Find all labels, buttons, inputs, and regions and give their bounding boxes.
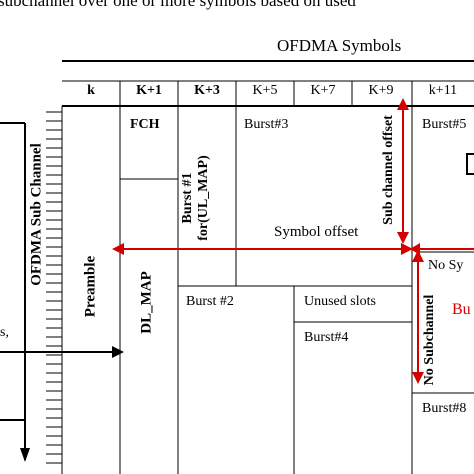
figure-caption: subchannel over one or more symbols base… [0,0,356,10]
unused-slots-label: Unused slots [304,294,376,309]
no-subchannel-label: No Subchannel [422,294,437,386]
burst1-line2: for(UL_MAP) [196,155,211,241]
column-header-k1: K+1 [136,83,162,98]
symbol-offset-label: Symbol offset [274,224,359,240]
burst8-label: Burst#8 [422,401,467,416]
column-header-k3: K+3 [194,83,220,98]
dl-map-label: DL_MAP [138,271,155,334]
column-header-k7: K+7 [310,83,336,98]
fch-label: FCH [130,117,160,132]
column-header-k5: K+5 [252,83,278,98]
preamble-label: Preamble [82,255,99,318]
burst1-line1: Burst #1 [180,172,195,224]
subchannel-offset-label: Sub channel offset [381,115,396,225]
diagram-title: OFDMA Symbols [277,36,402,55]
burst2-label: Burst #2 [186,294,234,309]
column-header-k9: K+9 [368,83,394,98]
burst3-label: Burst#3 [244,117,289,132]
burst5-label: Burst#5 [422,117,467,132]
no-symbol-label: No Sy [428,258,464,273]
column-header-k11: k+11 [428,83,458,98]
left-cut-text: s, [0,325,9,340]
red-burst-fragment: Bu [452,301,471,318]
ofdma-sub-channel-label: OFDMA Sub Channel [28,129,46,300]
burst4-label: Burst#4 [304,330,349,345]
column-header-k: k [87,83,95,98]
burst1-label: Burst #1 for(UL_MAP) [180,143,212,253]
